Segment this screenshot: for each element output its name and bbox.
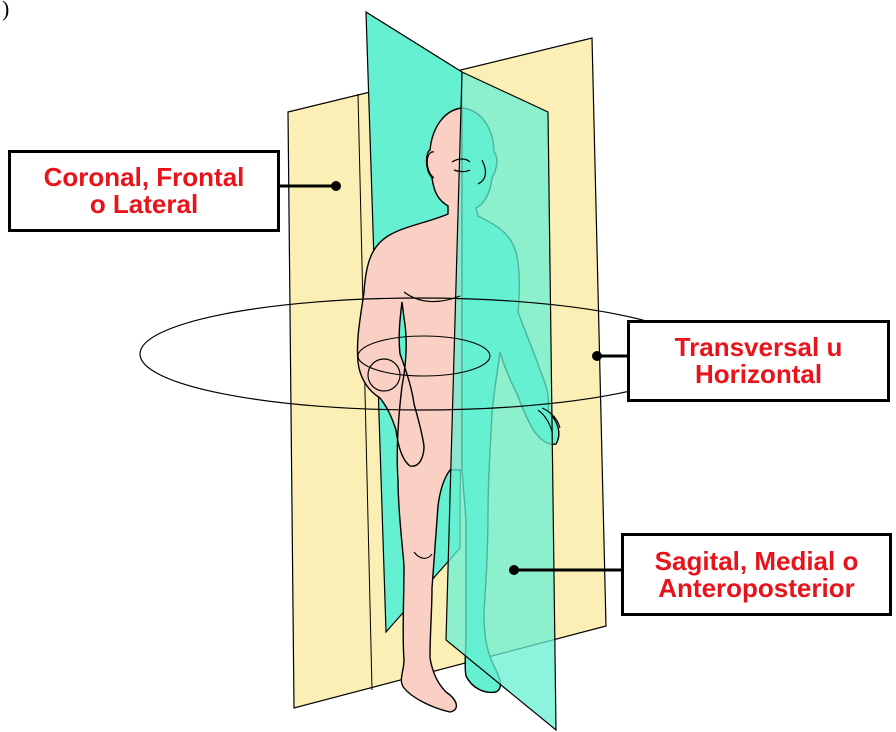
coronal-pointer-dot xyxy=(331,181,341,191)
sagital-pointer-dot xyxy=(509,565,519,575)
transversal-label-box: Transversal u Horizontal xyxy=(627,320,890,402)
sagital-label-box: Sagital, Medial o Anteroposterior xyxy=(621,533,892,616)
sagital-label-line1: Sagital, Medial o xyxy=(655,548,859,575)
coronal-label-line2: o Lateral xyxy=(90,191,198,218)
sagittal-plane-front xyxy=(446,72,556,730)
coronal-label-box: Coronal, Frontal o Lateral xyxy=(8,150,280,232)
coronal-label-line1: Coronal, Frontal xyxy=(44,164,245,191)
sagital-label-line2: Anteroposterior xyxy=(658,575,854,602)
transversal-pointer-dot xyxy=(592,351,602,361)
transversal-label-line2: Horizontal xyxy=(695,361,822,388)
transversal-label-line1: Transversal u xyxy=(675,334,843,361)
